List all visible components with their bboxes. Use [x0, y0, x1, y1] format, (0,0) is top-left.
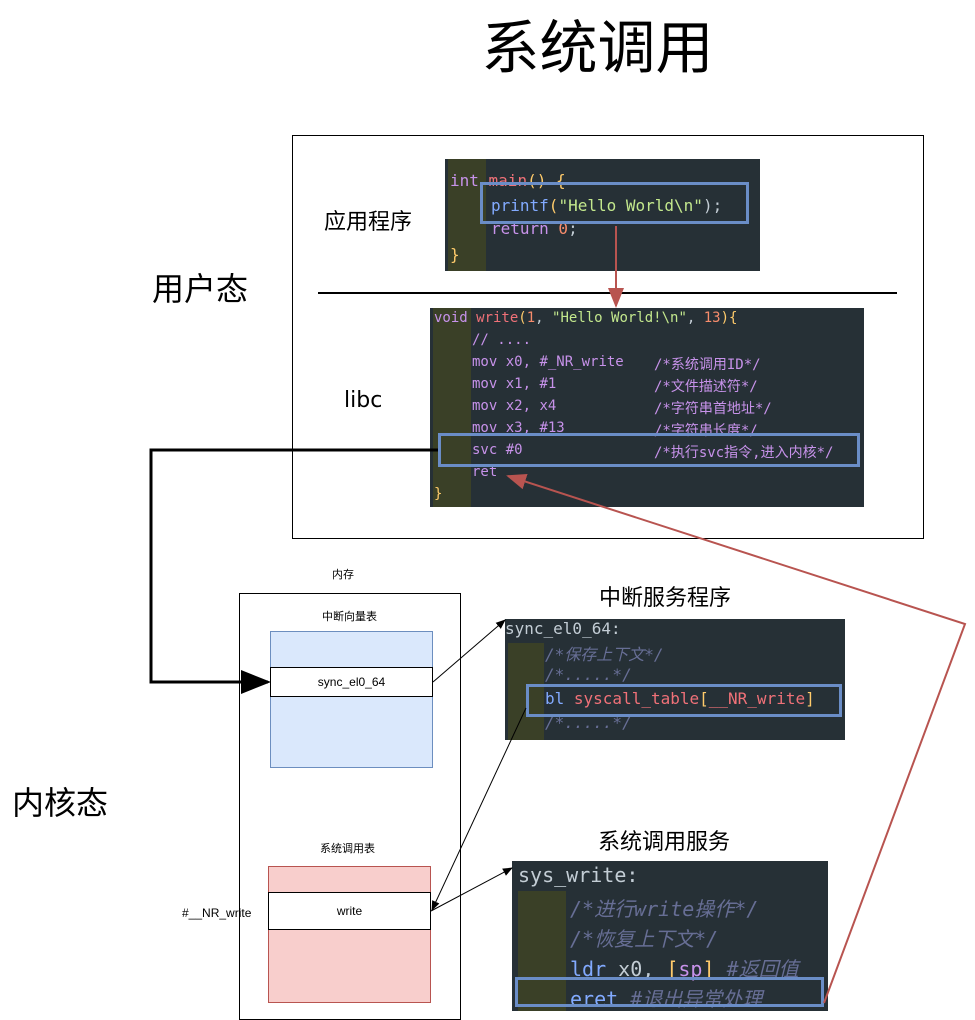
code-comment: /*执行svc指令,进入内核*/ [654, 445, 834, 461]
libc-label: libc [344, 388, 383, 413]
code-line: svc #0 [472, 442, 523, 458]
libc-code-block: void write(1, "Hello World!\n", 13){ // … [430, 308, 864, 507]
page-title: 系统调用 [481, 14, 714, 82]
svc-to-vector-arrow [149, 448, 438, 694]
code-line: mov x0, #_NR_write [472, 354, 624, 370]
code-comment: /*文件描述符*/ [654, 379, 758, 395]
code-line: printf("Hello World\n"); [491, 196, 723, 215]
syscall-to-service-arrow [430, 867, 513, 912]
application-label: 应用程序 [324, 210, 413, 235]
eret-highlight [515, 977, 824, 1007]
code-line: void write(1, "Hello World!\n", 13){ [434, 310, 738, 326]
printf-highlight [480, 182, 749, 224]
svc-code-block: sys_write: /*进行write操作*/ /*恢复上下文*/ ldr x… [512, 861, 828, 1011]
code-line: /*.....*/ [545, 713, 632, 732]
syscall-entry-write: write [268, 892, 431, 930]
syscall-table [268, 866, 431, 1003]
code-line: } [434, 486, 443, 502]
svc-highlight [438, 433, 860, 467]
memory-label: 内存 [332, 568, 354, 581]
code-line: } [450, 245, 460, 264]
code-comment: /*字符串首地址*/ [654, 401, 772, 417]
nr-write-label: #__NR_write [182, 906, 252, 920]
user-kernel-divider [318, 292, 897, 294]
user-mode-label: 用户态 [152, 270, 249, 308]
syscall-service-label: 系统调用服务 [598, 830, 731, 855]
vector-table-label: 中断向量表 [322, 610, 377, 623]
eret-to-ret-arrow [506, 473, 967, 1004]
code-comment: /*系统调用ID*/ [654, 357, 761, 373]
bl-highlight [526, 684, 842, 717]
code-line: bl syscall_table[__NR_write] [545, 689, 815, 708]
code-line: int main() { [450, 171, 566, 190]
code-line: /*进行write操作*/ [570, 897, 759, 921]
vector-entry-sync-el0-64: sync_el0_64 [270, 667, 433, 697]
code-line: mov x3, #13 [472, 420, 565, 436]
syscall-table-label: 系统调用表 [320, 842, 375, 855]
vector-table [270, 631, 433, 768]
code-line: sys_write: [518, 863, 639, 887]
code-line: sync_el0_64: [505, 619, 621, 638]
interrupt-service-label: 中断服务程序 [599, 586, 732, 611]
code-line: /*.....*/ [545, 665, 632, 684]
kernel-mode-label: 内核态 [12, 784, 109, 822]
code-line: mov x1, #1 [472, 376, 557, 392]
code-line: mov x2, x4 [472, 398, 557, 414]
code-line: ret [472, 464, 498, 480]
code-line: /*恢复上下文*/ [570, 927, 719, 951]
code-line: eret #退出异常处理 [570, 987, 763, 1011]
vector-to-isr-arrow [432, 619, 506, 683]
isr-code-block: sync_el0_64: /*保存上下文*/ /*.....*/ bl sysc… [505, 619, 845, 740]
code-line: // .... [472, 332, 532, 348]
bl-to-syscall-arrow [431, 707, 527, 911]
code-line: /*保存上下文*/ [545, 645, 664, 664]
